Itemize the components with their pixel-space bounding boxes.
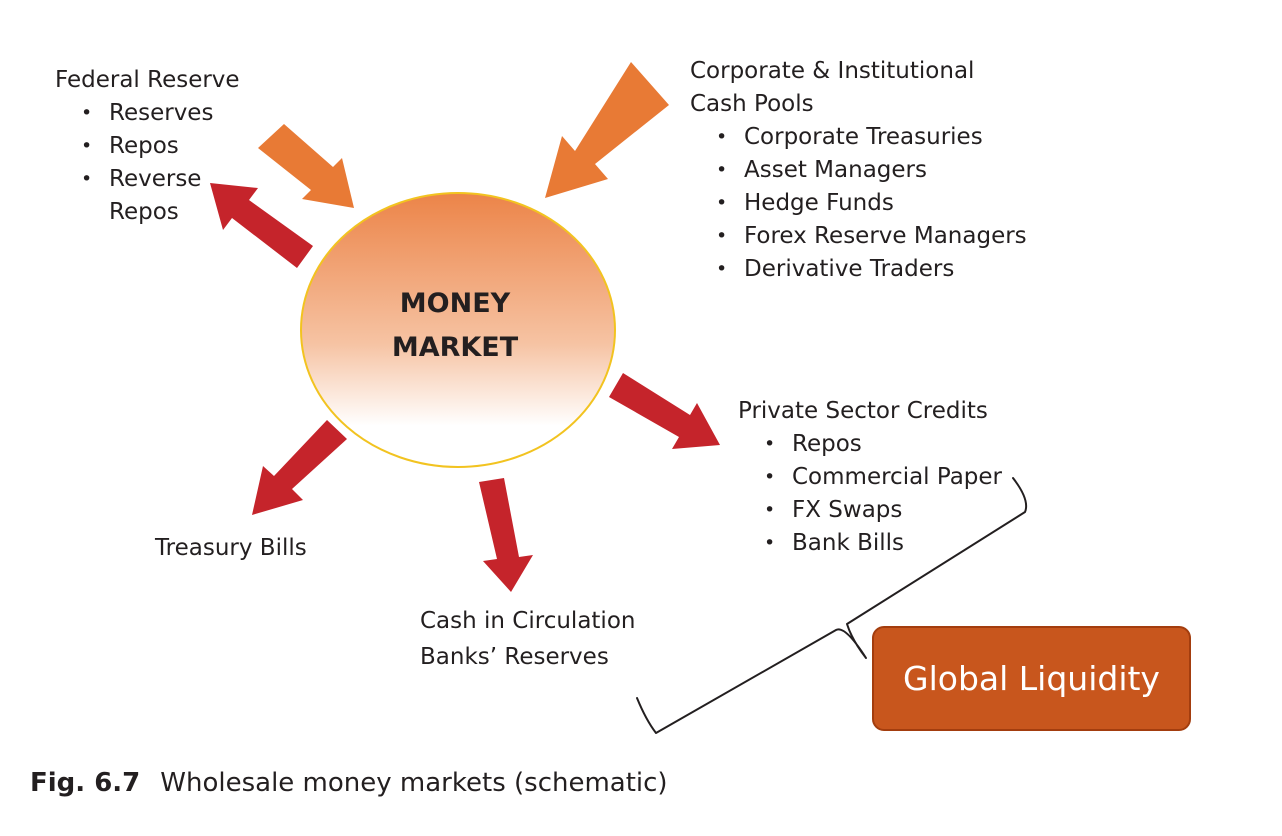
fed-inflow-arrow — [258, 124, 354, 208]
private-sector-credits-block: Private Sector Credits Repos Commercial … — [738, 395, 1002, 560]
federal-reserve-item: Reserves — [81, 97, 240, 130]
treasury-outflow-arrow — [252, 420, 347, 515]
cash-line2: Banks’ Reserves — [420, 644, 609, 670]
treasury-bills-label: Treasury Bills — [155, 535, 307, 561]
figure-number: Fig. 6.7 — [30, 768, 141, 798]
global-liquidity-label: Global Liquidity — [903, 659, 1160, 698]
federal-reserve-item-continued: Repos — [81, 196, 240, 229]
private-credit-outflow-arrow — [609, 373, 720, 449]
corporate-cash-pools-block: Corporate & Institutional Cash Pools Cor… — [690, 55, 1027, 286]
private-sector-list: Repos Commercial Paper FX Swaps Bank Bil… — [764, 428, 1002, 560]
private-sector-heading: Private Sector Credits — [738, 398, 988, 424]
money-market-label-line1: MONEY — [399, 288, 511, 319]
private-sector-item: FX Swaps — [764, 494, 1002, 527]
corporate-item: Forex Reserve Managers — [716, 220, 1027, 253]
federal-reserve-item: Reverse — [81, 163, 240, 196]
cash-in-circulation-block: Cash in Circulation Banks’ Reserves — [420, 603, 635, 675]
money-market-circle — [300, 192, 616, 468]
federal-reserve-block: Federal Reserve Reserves Repos Reverse R… — [55, 64, 240, 229]
figure-caption: Fig. 6.7 Wholesale money markets (schemat… — [30, 768, 668, 798]
corporate-list: Corporate Treasuries Asset Managers Hedg… — [716, 121, 1027, 286]
cash-line1: Cash in Circulation — [420, 608, 636, 634]
federal-reserve-item: Repos — [81, 130, 240, 163]
corporate-item: Asset Managers — [716, 154, 1027, 187]
private-sector-item: Bank Bills — [764, 527, 1002, 560]
corporate-heading-line2: Cash Pools — [690, 91, 814, 117]
federal-reserve-list: Reserves Repos Reverse Repos — [81, 97, 240, 229]
money-market-label: MONEY MARKET — [330, 282, 580, 370]
federal-reserve-item-text: Repos — [109, 199, 179, 225]
global-liquidity-brace — [636, 477, 1028, 734]
corporate-inflow-arrow — [545, 62, 669, 198]
figure-caption-text: Wholesale money markets (schematic) — [160, 768, 668, 798]
cash-outflow-arrow — [479, 478, 533, 592]
global-liquidity-box: Global Liquidity — [872, 626, 1191, 731]
private-sector-item: Commercial Paper — [764, 461, 1002, 494]
private-sector-item: Repos — [764, 428, 1002, 461]
corporate-item: Derivative Traders — [716, 253, 1027, 286]
corporate-heading-line1: Corporate & Institutional — [690, 58, 975, 84]
fed-outflow-arrow — [210, 183, 313, 268]
corporate-item: Hedge Funds — [716, 187, 1027, 220]
money-market-label-line2: MARKET — [391, 332, 519, 363]
corporate-item: Corporate Treasuries — [716, 121, 1027, 154]
federal-reserve-heading: Federal Reserve — [55, 67, 240, 93]
